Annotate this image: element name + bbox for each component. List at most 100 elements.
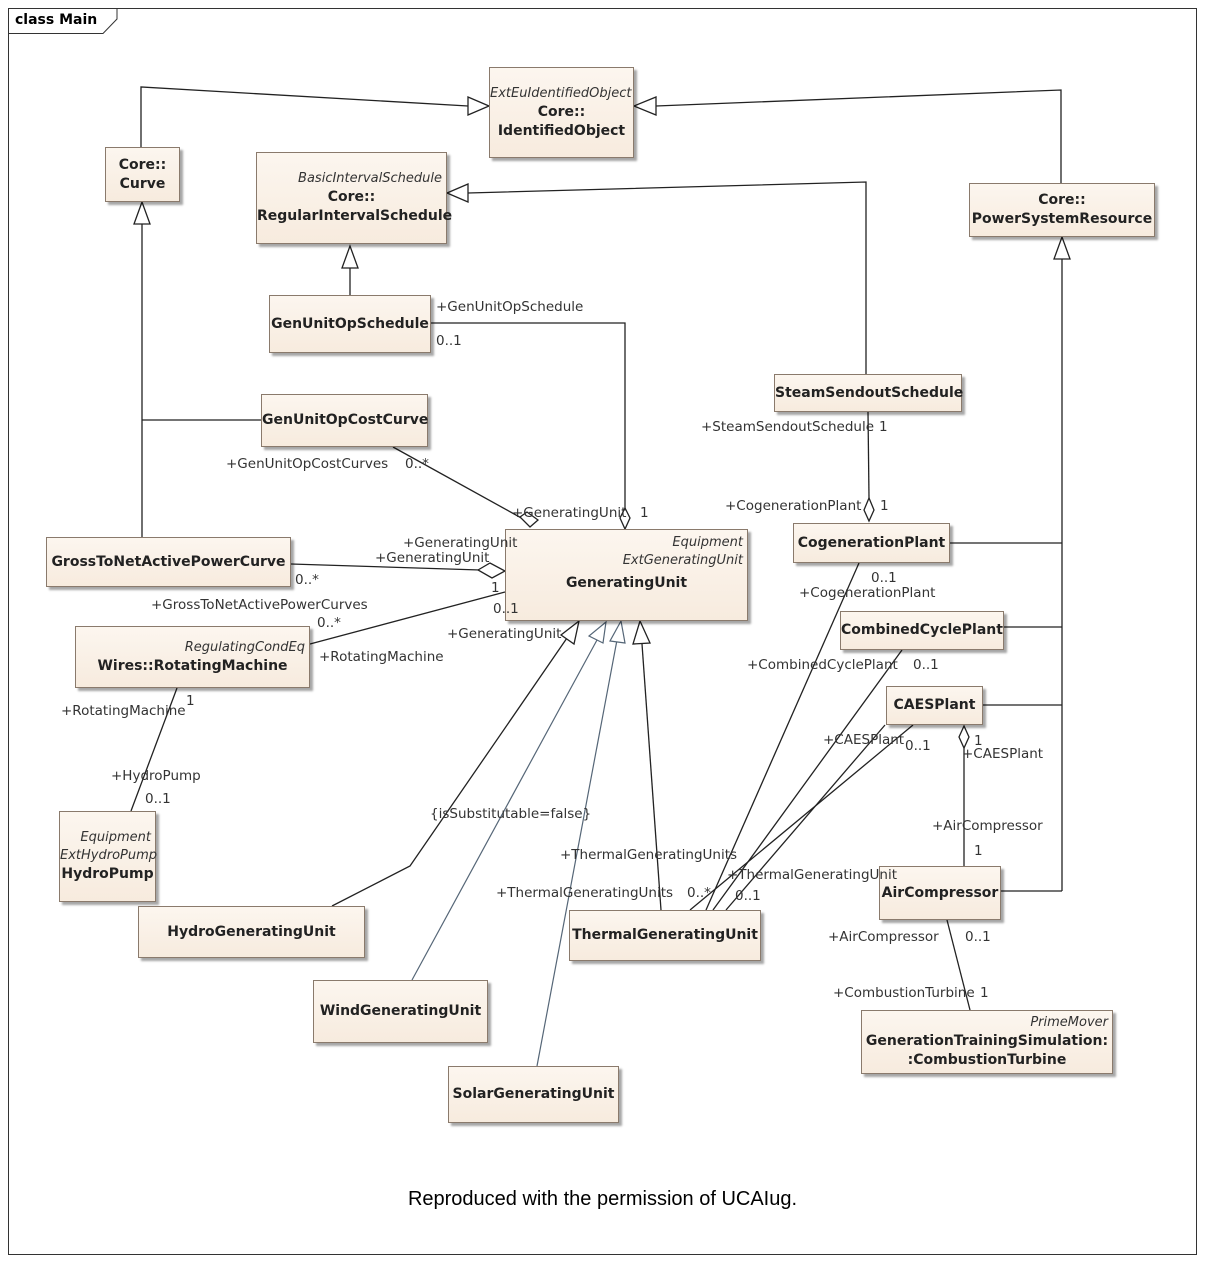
label-steam-sendout-mult: 1 [879, 419, 888, 435]
label-constraint: {isSubstitutable=false} [430, 806, 592, 822]
class-name: WindGeneratingUnit [319, 1003, 482, 1019]
label-gross-role: +GrossToNetActivePowerCurves [151, 597, 368, 613]
class-gen-unit-op-schedule[interactable]: GenUnitOpSchedule [269, 295, 431, 353]
class-curve[interactable]: Core:: Curve [105, 147, 180, 202]
stereotype-1: Equipment [80, 830, 151, 845]
class-identified-object[interactable]: ExtEuIdentifiedObject Core:: IdentifiedO… [489, 67, 634, 158]
gen-psr-identified [655, 89, 1062, 183]
label-cost-curves-mult: 0..* [405, 456, 429, 472]
arrow-steam-schedule [445, 183, 469, 203]
assoc-air-ct [946, 919, 971, 1011]
class-name-line1: Core:: [537, 103, 586, 120]
assoc-rotating [309, 591, 506, 645]
label-gen-unit-op-schedule-mult: 0..1 [436, 333, 462, 349]
class-generating-unit[interactable]: Equipment ExtGeneratingUnit GeneratingUn… [505, 529, 748, 621]
label-air-role: +AirCompressor [932, 818, 1043, 834]
label-cogen-role-top: +CogenerationPlant [725, 498, 862, 514]
label-gu-role-3: +GeneratingUnit [375, 550, 490, 566]
class-power-system-resource[interactable]: Core:: PowerSystemResource [969, 183, 1155, 237]
class-hydro-generating-unit[interactable]: HydroGeneratingUnit [138, 906, 365, 958]
class-name: SolarGeneratingUnit [452, 1086, 615, 1102]
class-caes-plant[interactable]: CAESPlant [886, 686, 983, 725]
arrow-solar-gu [609, 619, 626, 644]
class-combustion-turbine[interactable]: PrimeMover GenerationTrainingSimulation:… [861, 1010, 1113, 1074]
diamond-caes-air [958, 724, 970, 750]
stereotype-1: Equipment [672, 535, 743, 550]
assoc-rm-pump [130, 687, 178, 812]
stereotype: RegulatingCondEq [184, 639, 305, 655]
class-name-line2: :CombustionTurbine [907, 1052, 1067, 1068]
class-name: GenUnitOpCostCurve [262, 412, 429, 428]
class-hydro-pump[interactable]: Equipment ExtHydroPump HydroPump [59, 811, 158, 902]
assoc-steam-cogen [867, 411, 870, 499]
label-tgu-role-3: +ThermalGeneratingUnit [727, 867, 898, 883]
arrow-plants-psr [1053, 235, 1071, 260]
class-combined-cycle-plant[interactable]: CombinedCyclePlant [840, 611, 1004, 650]
label-hydro-pump-mult: 0..1 [145, 791, 171, 807]
class-thermal-generating-unit[interactable]: ThermalGeneratingUnit [569, 910, 761, 961]
label-hydro-pump-role: +HydroPump [111, 768, 201, 784]
class-name: ThermalGeneratingUnit [572, 927, 758, 943]
label-ct-mult: 1 [980, 985, 989, 1001]
class-name: SteamSendoutSchedule [775, 384, 964, 401]
label-gu-mult-1: 1 [640, 505, 649, 521]
stereotype: BasicIntervalSchedule [298, 171, 442, 186]
label-air-mult: 1 [974, 843, 983, 859]
class-gross-to-net-curve[interactable]: GrossToNetActivePowerCurve [46, 537, 291, 587]
class-rotating-machine[interactable]: RegulatingCondEq Wires::RotatingMachine [75, 626, 310, 688]
stereotype-2: ExtGeneratingUnit [622, 553, 743, 568]
gen-curve-identified [140, 86, 469, 147]
class-name: GenUnitOpSchedule [271, 315, 429, 332]
label-gross-mult: 0..* [295, 572, 319, 588]
assoc-gross [290, 563, 481, 571]
class-name: CogenerationPlant [797, 534, 946, 551]
arrow-psr-identified [632, 96, 657, 116]
class-name-line2: RegularIntervalSchedule [257, 208, 453, 224]
stereotype-2: ExtHydroPump [60, 848, 158, 863]
label-ccp-role: +CombinedCyclePlant [747, 657, 898, 673]
gen-wind-gu [411, 639, 598, 981]
class-gen-unit-op-cost-curve[interactable]: GenUnitOpCostCurve [261, 394, 428, 447]
class-steam-sendout-schedule[interactable]: SteamSendoutSchedule [774, 374, 964, 412]
label-gu-role-1: +GeneratingUnit [512, 505, 627, 521]
stereotype: ExtEuIdentifiedObject [490, 85, 632, 101]
frame-tab [8, 8, 118, 34]
class-cogeneration-plant[interactable]: CogenerationPlant [793, 523, 950, 563]
label-rm-role: +RotatingMachine [319, 649, 444, 665]
class-solar-generating-unit[interactable]: SolarGeneratingUnit [448, 1066, 619, 1123]
label-cost-curves-role: +GenUnitOpCostCurves [226, 456, 389, 472]
class-name-line2: IdentifiedObject [497, 122, 626, 139]
label-rm-mult-2: 1 [186, 693, 195, 709]
label-ccp-mult: 0..1 [913, 657, 939, 673]
class-name: GeneratingUnit [565, 575, 688, 591]
label-rm-role-2: +RotatingMachine [61, 703, 186, 719]
class-name-line2: PowerSystemResource [971, 211, 1153, 227]
label-tgu-mult-2: 0..1 [735, 888, 761, 904]
assoc-cogen-thermal [705, 562, 860, 911]
gen-thermal-gu [641, 643, 662, 911]
class-name: HydroGeneratingUnit [167, 923, 336, 940]
label-tgu-role-1: +ThermalGeneratingUnits [560, 847, 738, 863]
label-caes-mult: 0..1 [905, 738, 931, 754]
label-cogen-mult-top: 1 [880, 498, 889, 514]
label-gu-mult-2: 1 [491, 580, 500, 596]
class-name: GrossToNetActivePowerCurve [51, 553, 286, 570]
arrow-wind-gu [587, 620, 607, 644]
frame-title: class Main [15, 12, 98, 28]
class-regular-interval-schedule[interactable]: BasicIntervalSchedule Core:: RegularInte… [256, 152, 453, 244]
class-name-line2: Curve [119, 175, 166, 192]
label-cogen-mult: 0..1 [871, 570, 897, 586]
label-gen-unit-op-schedule-role: +GenUnitOpSchedule [436, 299, 584, 315]
assoc-opschedule [431, 322, 626, 508]
class-air-compressor[interactable]: AirCompressor [879, 866, 1001, 920]
assoc-caes-thermal [725, 724, 886, 911]
class-name: Wires::RotatingMachine [97, 657, 288, 674]
arrow-thermal-gu [632, 619, 651, 645]
class-wind-generating-unit[interactable]: WindGeneratingUnit [313, 980, 488, 1043]
label-ct-role: +CombustionTurbine [833, 985, 975, 1001]
diamond-costcurve [518, 511, 540, 528]
label-gu-role-4: +GeneratingUnit [447, 626, 562, 642]
gen-steam-schedule [467, 181, 867, 374]
label-gu-mult-3: 0..1 [493, 601, 519, 617]
label-cogen-role: +CogenerationPlant [799, 585, 936, 601]
